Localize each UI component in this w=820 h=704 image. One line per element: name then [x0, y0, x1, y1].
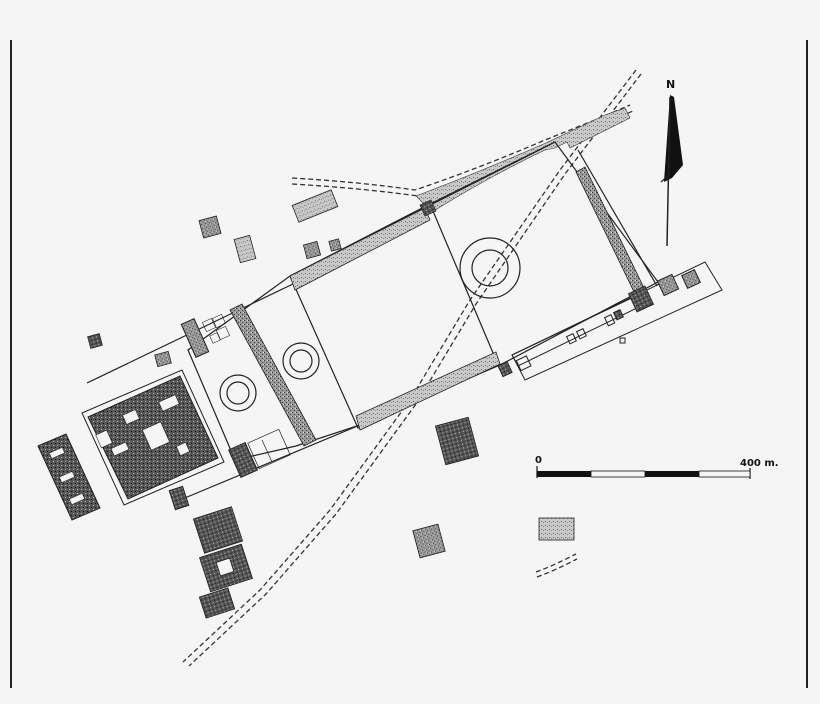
plaza-walls — [229, 166, 646, 447]
scale-bar: 0 400 m. — [535, 455, 779, 479]
scale-start-label: 0 — [535, 455, 542, 466]
causeway-north — [415, 107, 631, 213]
east-complex — [497, 261, 723, 381]
north-arrow-icon: N — [660, 78, 683, 247]
circular-mounds — [219, 237, 521, 412]
scattered-structures — [87, 189, 575, 559]
west-palace — [37, 314, 291, 521]
scale-end-label: 400 m. — [740, 458, 779, 469]
north-label: N — [666, 78, 675, 91]
map-frame — [10, 40, 808, 688]
south-complex — [192, 506, 253, 619]
